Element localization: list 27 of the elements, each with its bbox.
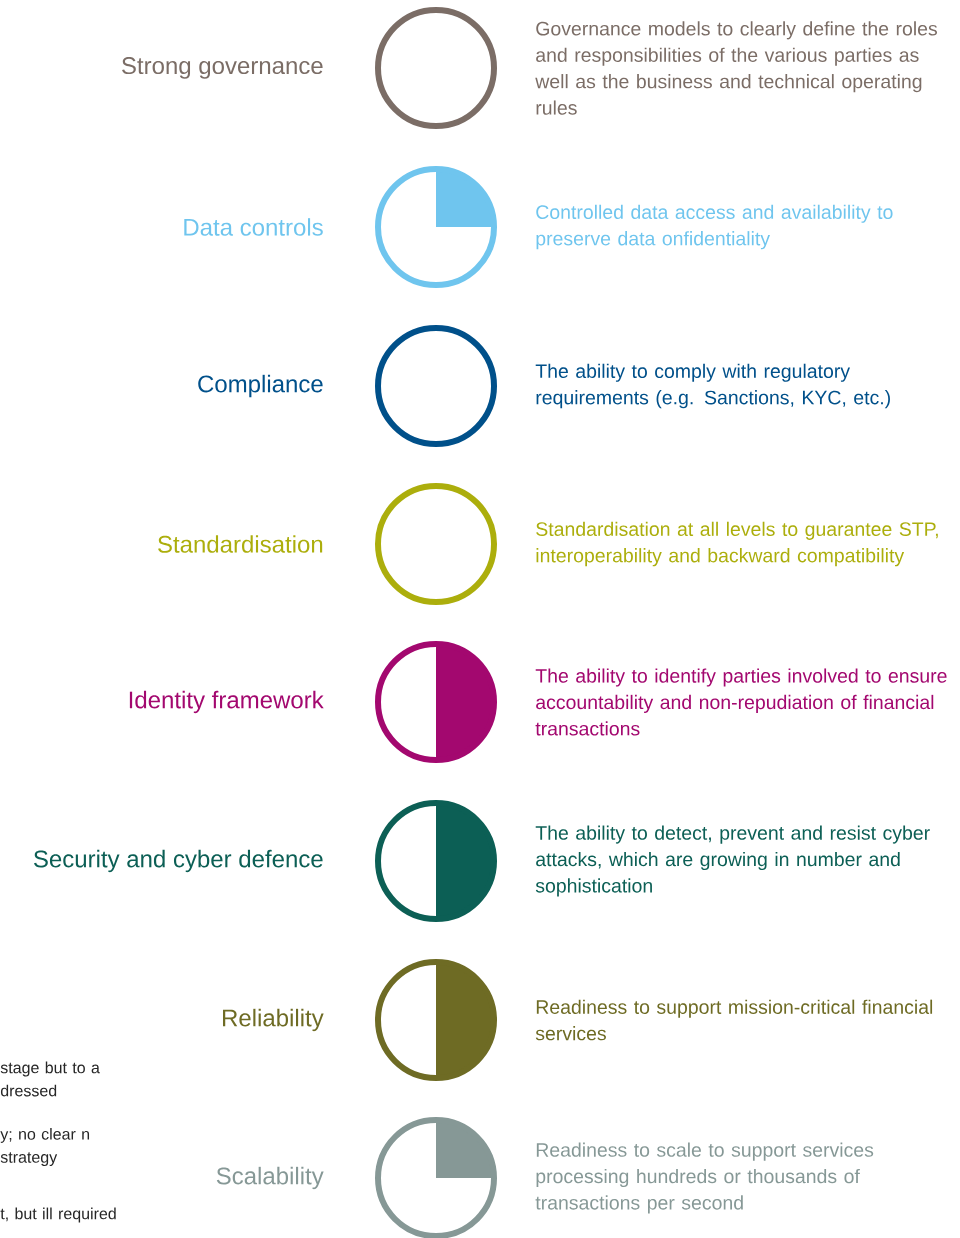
harvey-ball	[375, 641, 497, 763]
row-title: Reliability	[223, 1008, 324, 1032]
harvey-ball	[375, 7, 497, 129]
description-text: The ability to identify parties involved to ensure accountability and non-repudiation of financial transactions	[535, 668, 947, 736]
note-text: stage but to a dressed	[0, 1061, 100, 1097]
description-text: Readiness to support mission-critical financial services	[535, 999, 933, 1041]
description-text: Controlled data access and availability to preserve data onfidentiality	[536, 204, 893, 250]
row-title: Compliance	[198, 374, 323, 398]
harvey-ball	[375, 325, 497, 447]
row-title: Data controls	[184, 218, 323, 236]
harvey-ball	[375, 800, 497, 922]
harvey-ball	[375, 1117, 497, 1238]
row-title: Security and cyber defence	[34, 849, 323, 873]
description-text: The ability to comply with regulatory requirements (e.g. Sanctions, KYC, etc.)	[535, 363, 890, 409]
harvey-ball	[375, 483, 497, 605]
note-text: t, but ill required	[0, 1207, 116, 1223]
row-title: Strong governance	[122, 57, 323, 79]
description-text: Governance models to clearly define the roles and responsibilities of the various parties as well as the business and technical operating rules	[535, 21, 937, 115]
row-title: Standardisation	[158, 535, 323, 553]
note-text: y; no clear n strategy	[0, 1128, 90, 1166]
description-text: Standardisation at all levels to guarantee STP, interoperability and backward compatibility	[536, 521, 938, 567]
description-text: The ability to detect, prevent and resist cyber attacks, which are growing in number and sophistication	[535, 825, 930, 897]
description-text: Readiness to scale to support services processing hundreds or thousands of transactions per second	[535, 1142, 874, 1214]
row-title: Identity framework	[129, 690, 324, 714]
harvey-ball	[375, 166, 497, 288]
harvey-ball	[375, 959, 497, 1081]
row-title: Scalability	[216, 1166, 324, 1190]
